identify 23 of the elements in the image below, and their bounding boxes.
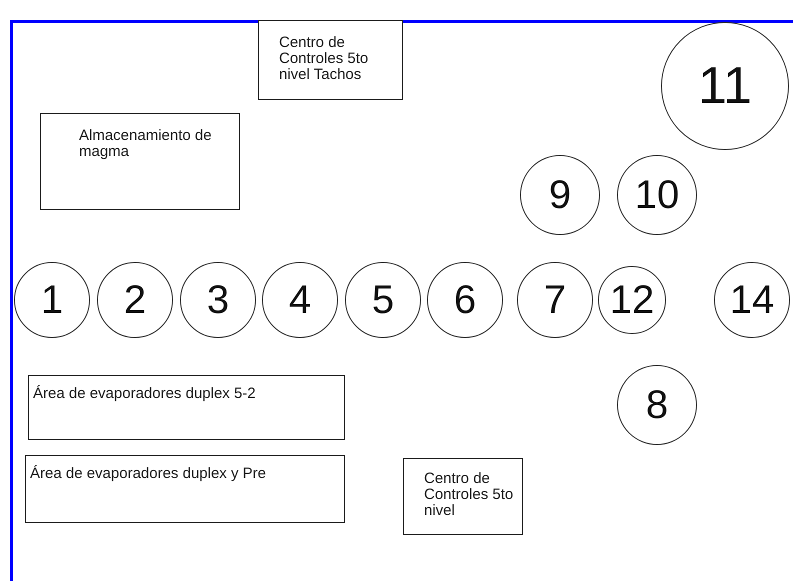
area-box bbox=[25, 455, 345, 523]
area-box bbox=[403, 458, 523, 535]
circle-number: 3 bbox=[206, 278, 230, 322]
circle-number: 7 bbox=[544, 278, 566, 322]
circle-number: 5 bbox=[372, 278, 394, 322]
area-box bbox=[258, 20, 403, 100]
area-box bbox=[40, 113, 240, 210]
circle-number: 14 bbox=[730, 278, 774, 322]
circle-number: 11 bbox=[698, 56, 752, 116]
circle-number: 8 bbox=[646, 382, 668, 428]
area-label: Centro de Controles 5to nivel Tachos bbox=[279, 35, 370, 83]
area-label: Área de evaporadores duplex 5-2 bbox=[33, 386, 257, 402]
circle-number: 12 bbox=[610, 278, 654, 322]
circle-number: 6 bbox=[454, 278, 476, 322]
circle-number: 4 bbox=[288, 278, 312, 322]
circle-number: 9 bbox=[548, 172, 572, 218]
circle-number: 1 bbox=[40, 278, 64, 322]
area-label: Almacenamiento de magma bbox=[79, 128, 213, 160]
circle-number: 2 bbox=[124, 278, 146, 322]
area-label: Centro de Controles 5to nivel bbox=[424, 471, 514, 519]
circle-number: 10 bbox=[634, 172, 680, 218]
area-label: Área de evaporadores duplex y Pre bbox=[30, 466, 267, 482]
area-box bbox=[28, 375, 345, 440]
